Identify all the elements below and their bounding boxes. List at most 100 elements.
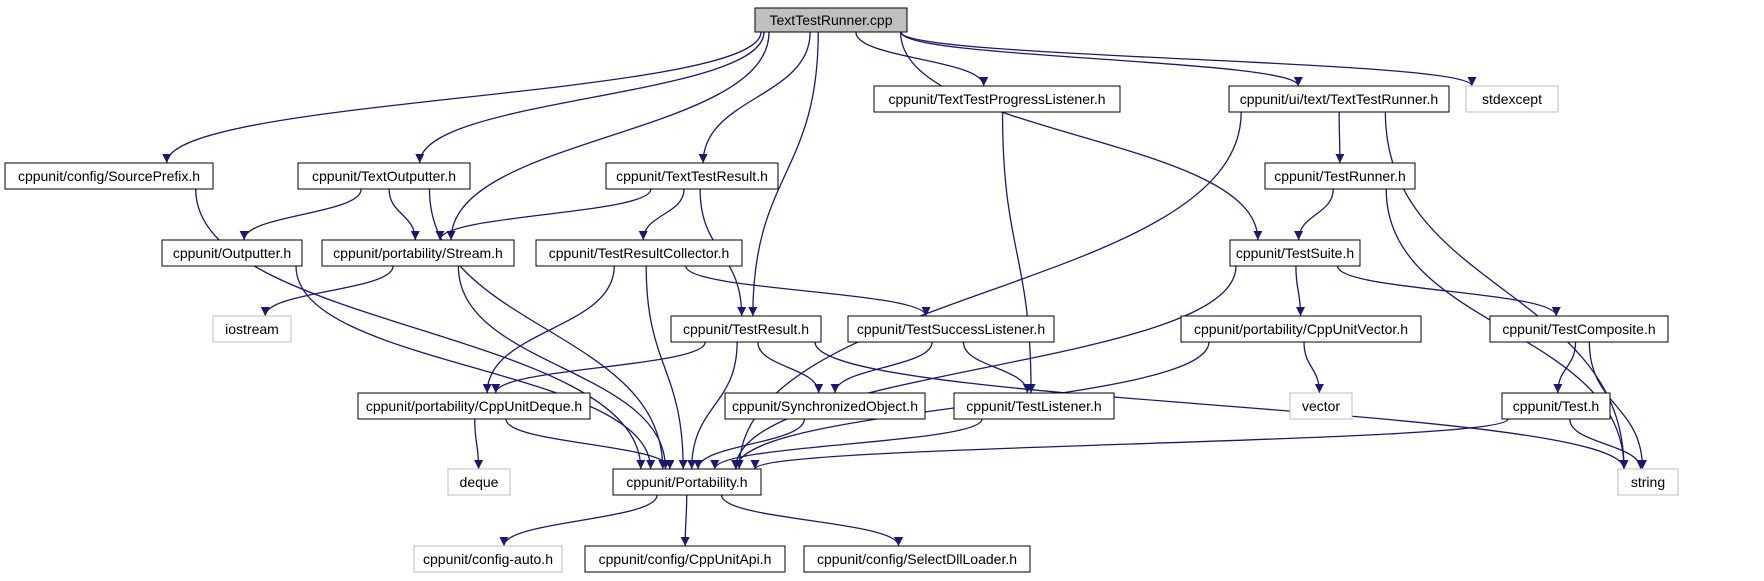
- node-portability[interactable]: cppunit/Portability.h: [612, 468, 762, 496]
- node-synchronized[interactable]: cppunit/SynchronizedObject.h: [724, 392, 926, 420]
- node-box-vector: [1289, 392, 1353, 420]
- node-label-testsuite: cppunit/TestSuite.h: [1236, 245, 1354, 261]
- node-label-progresslistener: cppunit/TextTestProgressListener.h: [888, 91, 1105, 107]
- node-box-selectdll: [803, 545, 1031, 573]
- node-label-cppunitapi: cppunit/config/CppUnitApi.h: [599, 551, 772, 567]
- node-iostream: iostream: [212, 315, 292, 343]
- edge-root-to-texttestresult: [698, 31, 811, 164]
- node-stream[interactable]: cppunit/portability/Stream.h: [321, 239, 515, 267]
- node-label-testcomposite: cppunit/TestComposite.h: [1502, 321, 1655, 337]
- edge-root-to-uitextrunner: [900, 31, 1303, 87]
- node-testcomposite[interactable]: cppunit/TestComposite.h: [1489, 315, 1669, 343]
- edge-testsuite-to-portability: [731, 265, 1237, 470]
- node-testsuite[interactable]: cppunit/TestSuite.h: [1229, 239, 1361, 267]
- node-box-testcomposite: [1489, 315, 1669, 343]
- edge-resultcollector-to-cppunitdeque: [482, 265, 615, 394]
- node-label-textoutputter: cppunit/TextOutputter.h: [312, 168, 456, 184]
- edge-testsuite-to-cppunitvector: [1295, 265, 1306, 317]
- node-box-deque: [447, 468, 511, 496]
- edge-root-to-stream: [446, 31, 770, 241]
- node-cppunitvector[interactable]: cppunit/portability/CppUnitVector.h: [1180, 315, 1422, 343]
- edge-texttestresult-to-stream: [435, 188, 652, 241]
- edge-resultcollector-to-successlistener: [685, 265, 931, 317]
- node-sourceprefix[interactable]: cppunit/config/SourcePrefix.h: [4, 162, 214, 190]
- node-label-string: string: [1631, 474, 1665, 490]
- node-texttestresult[interactable]: cppunit/TextTestResult.h: [605, 162, 779, 190]
- node-testlistener[interactable]: cppunit/TestListener.h: [953, 392, 1115, 420]
- node-cppunitdeque[interactable]: cppunit/portability/CppUnitDeque.h: [357, 392, 591, 420]
- edge-stream-to-iostream: [260, 265, 394, 317]
- node-label-vector: vector: [1302, 398, 1340, 414]
- node-label-portability: cppunit/Portability.h: [626, 474, 747, 490]
- node-box-cppunitdeque: [357, 392, 591, 420]
- edge-portability-to-selectdll: [720, 494, 904, 547]
- edge-texttestresult-to-resultcollector: [638, 188, 685, 241]
- node-outputter[interactable]: cppunit/Outputter.h: [161, 239, 303, 267]
- node-resultcollector[interactable]: cppunit/TestResultCollector.h: [535, 239, 743, 267]
- node-label-testresult: cppunit/TestResult.h: [683, 321, 809, 337]
- node-box-portability: [612, 468, 762, 496]
- node-label-iostream: iostream: [225, 321, 279, 337]
- node-uitextrunner[interactable]: cppunit/ui/text/TextTestRunner.h: [1228, 85, 1450, 113]
- edge-synchronized-to-portability: [693, 418, 805, 470]
- node-box-root: [754, 7, 908, 33]
- node-box-iostream: [212, 315, 292, 343]
- edge-portability-to-configauto: [499, 494, 658, 547]
- edge-progresslistener-to-testlistener: [1001, 111, 1036, 394]
- edge-cppunitvector-to-vector: [1303, 341, 1324, 394]
- edge-cppunitdeque-to-deque: [474, 418, 484, 470]
- edge-root-to-progresslistener: [855, 31, 989, 87]
- node-box-testlistener: [953, 392, 1115, 420]
- node-configauto: cppunit/config-auto.h: [413, 545, 563, 573]
- edge-testresult-to-cppunitdeque: [491, 341, 706, 394]
- node-cppunitapi[interactable]: cppunit/config/CppUnitApi.h: [584, 545, 786, 573]
- node-box-testsuite: [1229, 239, 1361, 267]
- node-test[interactable]: cppunit/Test.h: [1501, 392, 1611, 420]
- edge-testsuite-to-testcomposite: [1336, 265, 1561, 317]
- node-label-testlistener: cppunit/TestListener.h: [966, 398, 1101, 414]
- edge-test-to-portability: [750, 418, 1509, 470]
- node-label-root: TextTestRunner.cpp: [770, 12, 893, 28]
- node-box-cppunitapi: [584, 545, 786, 573]
- node-string: string: [1617, 468, 1679, 496]
- node-label-configauto: cppunit/config-auto.h: [423, 551, 553, 567]
- node-label-cppunitdeque: cppunit/portability/CppUnitDeque.h: [366, 398, 582, 414]
- node-box-resultcollector: [535, 239, 743, 267]
- node-box-configauto: [413, 545, 563, 573]
- edge-cppunitdeque-to-portability: [505, 418, 675, 470]
- edge-stream-to-portability: [457, 265, 670, 470]
- node-label-successlistener: cppunit/TestSuccessListener.h: [857, 321, 1045, 337]
- nodes-layer: TextTestRunner.cpp cppunit/config/SourceP…: [4, 7, 1679, 573]
- node-box-stream: [321, 239, 515, 267]
- edge-textoutputter-to-stream: [388, 188, 420, 241]
- node-successlistener[interactable]: cppunit/TestSuccessListener.h: [847, 315, 1055, 343]
- node-textoutputter[interactable]: cppunit/TextOutputter.h: [297, 162, 471, 190]
- edge-root-to-testsuite: [899, 31, 1263, 241]
- node-root[interactable]: TextTestRunner.cpp: [754, 7, 908, 33]
- node-label-test: cppunit/Test.h: [1513, 398, 1599, 414]
- node-label-sourceprefix: cppunit/config/SourcePrefix.h: [18, 168, 200, 184]
- node-box-test: [1501, 392, 1611, 420]
- edge-resultcollector-to-portability: [645, 265, 688, 470]
- node-stdexcept: stdexcept: [1465, 85, 1559, 113]
- node-testrunner[interactable]: cppunit/TestRunner.h: [1264, 162, 1416, 190]
- edge-testcomposite-to-string: [1588, 341, 1647, 470]
- edge-root-to-sourceprefix: [162, 31, 762, 164]
- node-box-progresslistener: [873, 85, 1121, 113]
- edge-test-to-string: [1569, 418, 1646, 470]
- node-box-textoutputter: [297, 162, 471, 190]
- edge-testrunner-to-testsuite: [1294, 188, 1334, 241]
- node-testresult[interactable]: cppunit/TestResult.h: [670, 315, 822, 343]
- node-label-texttestresult: cppunit/TextTestResult.h: [616, 168, 768, 184]
- node-progresslistener[interactable]: cppunit/TextTestProgressListener.h: [873, 85, 1121, 113]
- edge-successlistener-to-synchronized: [830, 341, 933, 394]
- node-label-stdexcept: stdexcept: [1482, 91, 1542, 107]
- edge-testresult-to-string: [814, 341, 1629, 470]
- node-box-outputter: [161, 239, 303, 267]
- edge-successlistener-to-testlistener: [962, 341, 1032, 394]
- node-label-selectdll: cppunit/config/SelectDllLoader.h: [817, 551, 1017, 567]
- edge-root-to-stdexcept: [900, 31, 1477, 87]
- edge-textoutputter-to-outputter: [239, 188, 362, 241]
- node-selectdll[interactable]: cppunit/config/SelectDllLoader.h: [803, 545, 1031, 573]
